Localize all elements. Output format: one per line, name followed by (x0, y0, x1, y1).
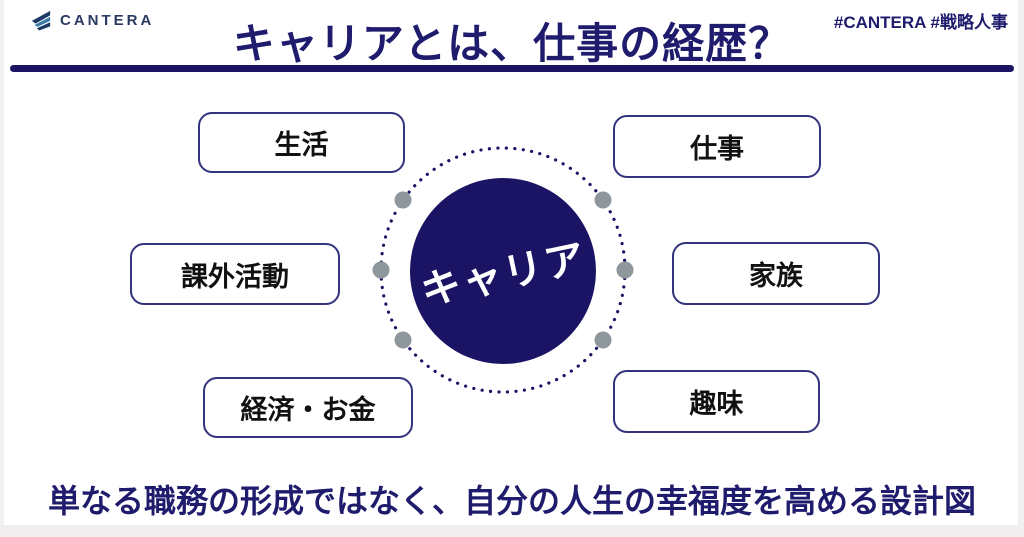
node-label: 課外活動 (181, 261, 289, 292)
node-box-extracurricular: 課外活動 (130, 243, 340, 305)
bottom-edge-strip (0, 525, 1024, 537)
node-label: 家族 (749, 261, 803, 291)
title-divider (10, 65, 1014, 72)
node-box-family: 家族 (672, 242, 880, 305)
node-box-hobby: 趣味 (613, 370, 820, 433)
node-box-work: 仕事 (613, 115, 821, 178)
brand-logo: CANTERA (30, 8, 154, 32)
slide-title: キャリアとは、仕事の経歴？ (232, 20, 792, 67)
connector-dot (372, 261, 390, 279)
connector-dot (394, 331, 412, 349)
career-center-label: キャリア (417, 235, 591, 314)
hashtags: #CANTERA #戦略人事 (833, 13, 1008, 32)
right-edge-strip (1018, 0, 1024, 537)
node-box-money: 経済・お金 (203, 377, 413, 438)
left-edge-strip (0, 0, 4, 537)
node-label: 経済・お金 (240, 395, 376, 425)
career-center-circle: キャリア (410, 178, 596, 364)
connector-dot (594, 331, 612, 349)
connector-dot (394, 191, 412, 209)
node-label: 生活 (274, 130, 329, 160)
slide-footer-message: 単なる職務の形成ではなく、自分の人生の幸福度を高める設計図 (47, 483, 976, 519)
brand-name: CANTERA (60, 11, 155, 29)
connector-dot (594, 191, 612, 209)
cantera-wing-icon (30, 8, 52, 32)
node-label: 趣味 (689, 389, 744, 419)
connector-dot (616, 261, 634, 279)
node-box-life: 生活 (198, 112, 405, 173)
node-label: 仕事 (690, 134, 744, 164)
